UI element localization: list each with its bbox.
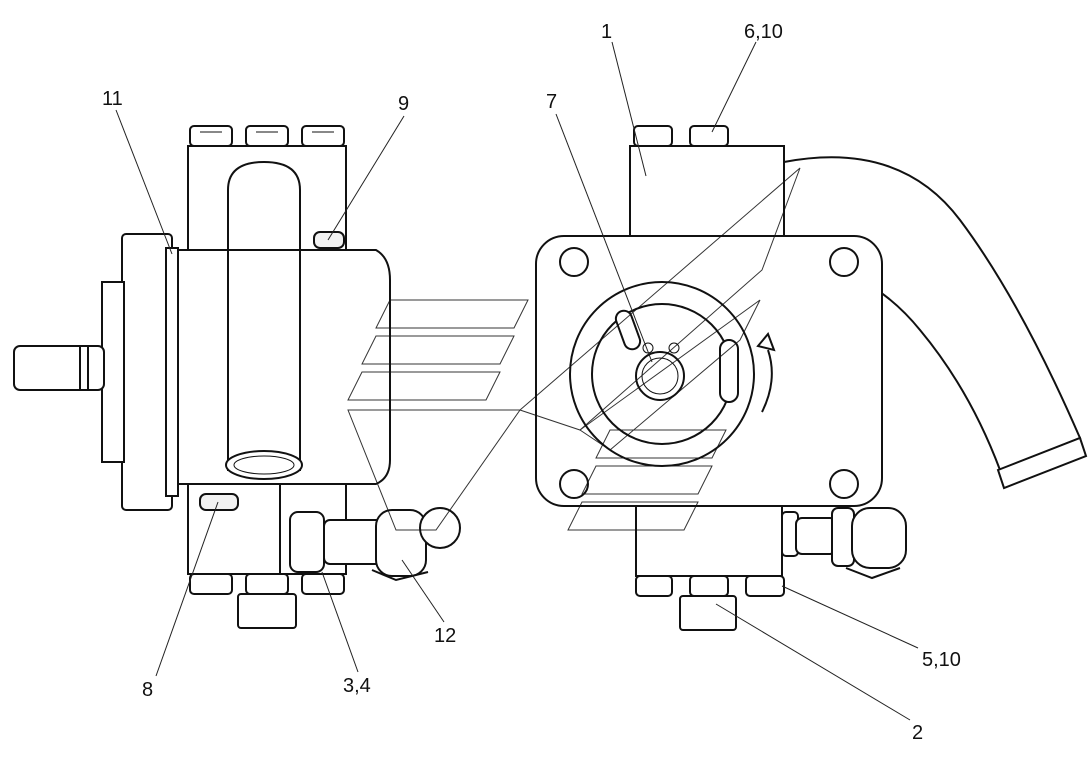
callout-12: 12 <box>434 625 456 647</box>
hose-fitting-left <box>289 507 461 582</box>
callout-6-10: 6,10 <box>744 21 783 43</box>
callout-11: 11 <box>102 88 123 110</box>
callout-2: 2 <box>912 722 923 744</box>
callout-1: 1 <box>601 21 612 43</box>
right-pump-body <box>535 125 1088 631</box>
callout-7: 7 <box>546 91 557 113</box>
callout-5-10: 5,10 <box>922 649 961 671</box>
left-pump-body <box>13 125 461 629</box>
bottom-bolts-left <box>189 573 345 629</box>
callout-8: 8 <box>142 679 153 701</box>
top-bolts-left <box>189 125 345 147</box>
callout-9: 9 <box>398 93 409 115</box>
watermark-logo <box>347 167 801 531</box>
leader-lines <box>115 41 919 721</box>
callout-3-4: 3,4 <box>343 675 371 697</box>
